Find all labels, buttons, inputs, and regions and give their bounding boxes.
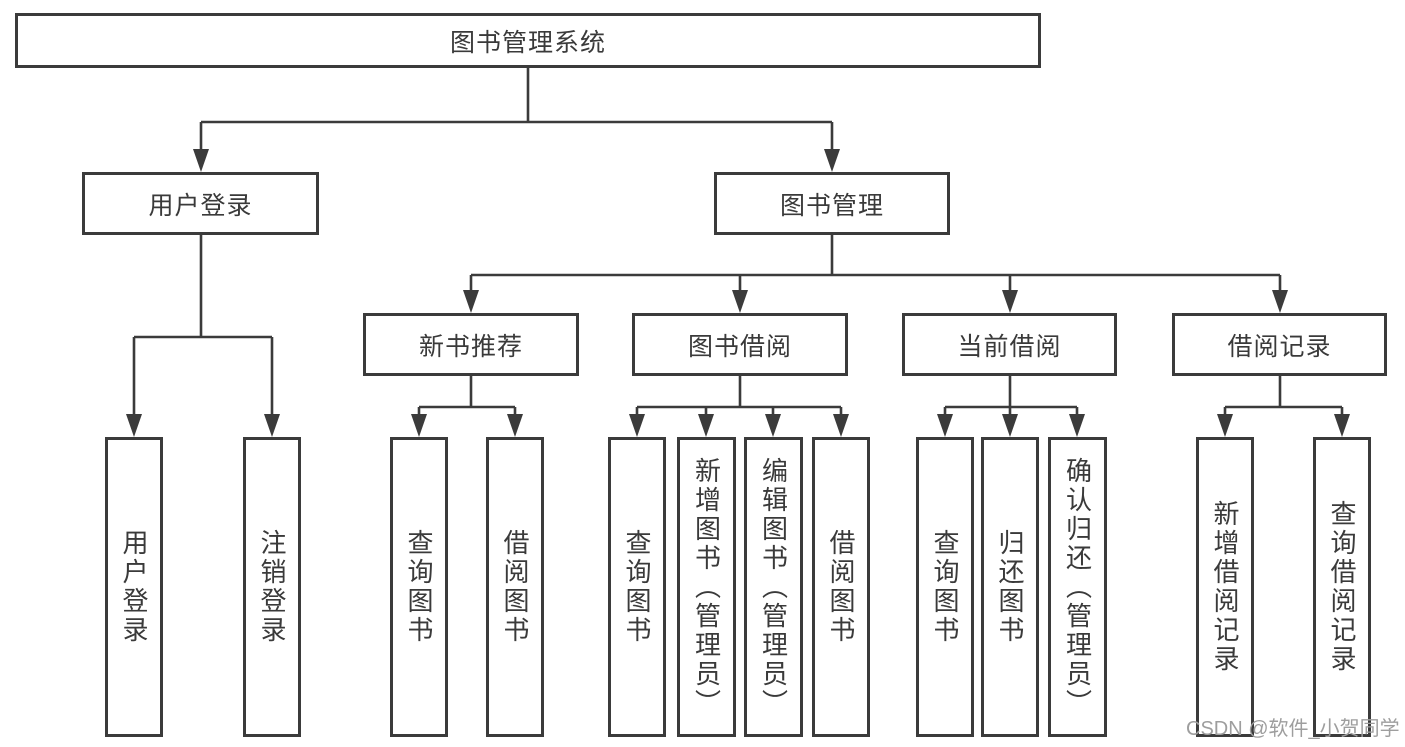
node-user-login-label: 用户登录 — [148, 191, 253, 220]
node-nbr-borrow-books: 借阅图书 — [486, 437, 544, 737]
connector-root-to-level2 — [193, 68, 840, 172]
connector-borrow-records-children — [1217, 376, 1350, 437]
node-login-label: 用户登录 — [119, 529, 149, 645]
node-new-book-recommend: 新书推荐 — [363, 313, 579, 376]
node-cb-return-books: 归还图书 — [981, 437, 1039, 737]
node-bb-borrow-books: 借阅图书 — [812, 437, 870, 737]
node-cb-return-books-label: 归还图书 — [995, 529, 1025, 645]
node-book-management-label: 图书管理 — [779, 191, 884, 220]
node-new-book-recommend-label: 新书推荐 — [418, 332, 523, 361]
node-borrow-records-label: 借阅记录 — [1227, 332, 1332, 361]
node-bb-query-books: 查询图书 — [608, 437, 666, 737]
node-br-query-record: 查询借阅记录 — [1313, 437, 1371, 737]
node-bb-edit-books: 编辑图书（管理员） — [744, 437, 803, 737]
node-login: 用户登录 — [105, 437, 163, 737]
node-current-borrow: 当前借阅 — [902, 313, 1117, 376]
csdn-watermark: CSDN @软件_小贺同学 — [1186, 718, 1400, 740]
node-bb-borrow-books-label: 借阅图书 — [826, 529, 856, 645]
node-br-add-record: 新增借阅记录 — [1196, 437, 1254, 737]
node-bb-query-books-label: 查询图书 — [622, 529, 652, 645]
node-bb-edit-books-label: 编辑图书（管理员） — [758, 456, 789, 718]
node-book-borrow-label: 图书借阅 — [687, 332, 792, 361]
connector-new-book-recommend-children — [411, 376, 523, 437]
node-nbr-borrow-books-label: 借阅图书 — [500, 529, 530, 645]
node-br-add-record-label: 新增借阅记录 — [1210, 500, 1240, 674]
node-nbr-query-books-label: 查询图书 — [404, 529, 434, 645]
node-bb-add-books: 新增图书（管理员） — [677, 437, 736, 737]
node-br-query-record-label: 查询借阅记录 — [1327, 500, 1357, 674]
node-logout-label: 注销登录 — [257, 529, 287, 645]
connector-book-management-children — [463, 235, 1288, 313]
connector-current-borrow-children — [937, 376, 1085, 437]
node-logout: 注销登录 — [243, 437, 301, 737]
node-cb-confirm-return-label: 确认归还（管理员） — [1062, 456, 1093, 718]
node-user-login: 用户登录 — [82, 172, 319, 235]
node-root: 图书管理系统 — [15, 13, 1041, 68]
connector-book-borrow-children — [629, 376, 849, 437]
node-cb-query-books: 查询图书 — [916, 437, 974, 737]
node-cb-query-books-label: 查询图书 — [930, 529, 960, 645]
node-cb-confirm-return: 确认归还（管理员） — [1048, 437, 1107, 737]
node-root-label: 图书管理系统 — [449, 28, 606, 57]
node-nbr-query-books: 查询图书 — [390, 437, 448, 737]
connector-user-login-children — [126, 235, 280, 437]
node-book-borrow: 图书借阅 — [632, 313, 848, 376]
node-book-management: 图书管理 — [714, 172, 950, 235]
node-bb-add-books-label: 新增图书（管理员） — [691, 456, 722, 718]
node-borrow-records: 借阅记录 — [1172, 313, 1387, 376]
node-current-borrow-label: 当前借阅 — [957, 332, 1062, 361]
